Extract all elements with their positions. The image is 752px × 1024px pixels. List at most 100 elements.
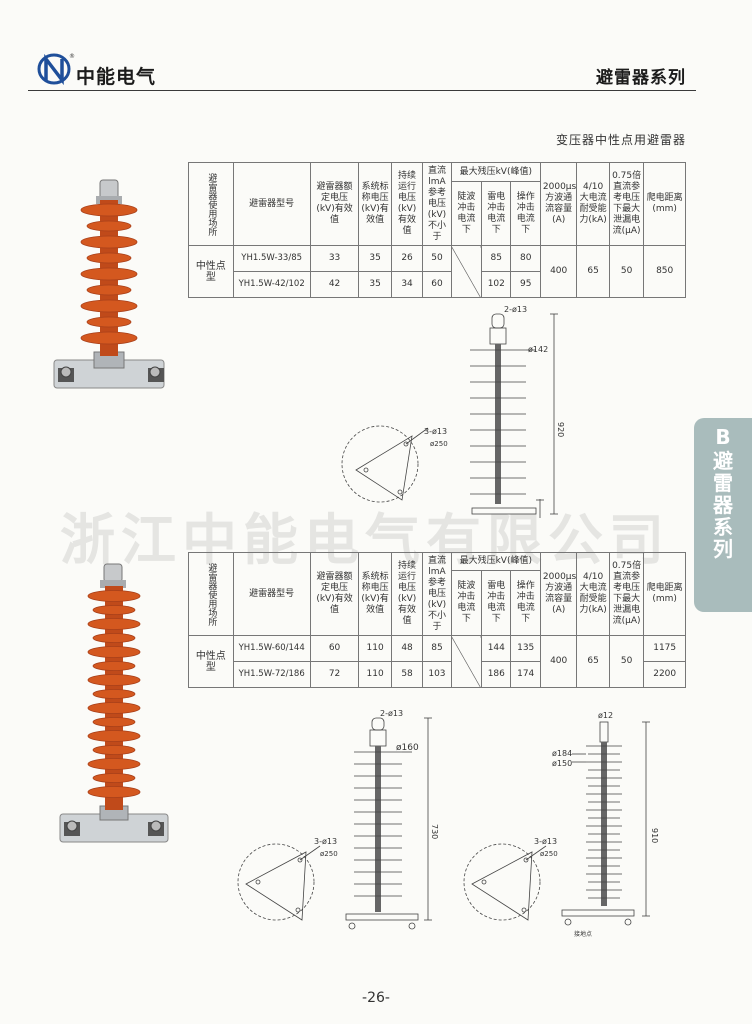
table-row: 中性点型 YH1.5W-33/85 33 35 26 50 85 80 400 …	[188, 245, 686, 298]
svg-text:910: 910	[650, 828, 659, 843]
cell-continuous: 58	[390, 661, 424, 688]
svg-text:接地点: 接地点	[574, 930, 592, 938]
cell-creepage: 1175	[643, 635, 686, 662]
dimension-drawing-2: 2-ø13 ø160 730 3-ø13 ø250	[237, 709, 439, 930]
col-model: 避雷器型号	[232, 162, 311, 246]
col-continuous-voltage: 持续运行电压(kV)有效值	[390, 162, 424, 246]
side-tab[interactable]: B 避雷器系列	[694, 418, 752, 612]
cell-creepage: 850	[643, 245, 686, 298]
col-leakage: 0.75倍直流参考电压下最大泄漏电流(μA)	[608, 552, 645, 636]
cell-dc-ref: 50	[422, 245, 452, 272]
col-steep-wave: 陡波冲击电流下	[450, 181, 483, 246]
cell-dc-ref: 85	[422, 635, 452, 662]
svg-text:ø250: ø250	[540, 850, 558, 858]
col-location: 避雷器使用场所	[188, 552, 234, 636]
col-lightning: 雷电冲击电流下	[481, 181, 512, 246]
cell-continuous: 48	[390, 635, 424, 662]
side-tab-label: 避雷器系列	[713, 449, 733, 561]
svg-text:3-ø13: 3-ø13	[424, 427, 447, 436]
cell-system: 35	[358, 271, 392, 298]
brand-name: 中能电气	[76, 66, 157, 88]
cell-square-wave: 400	[539, 635, 578, 688]
cell-continuous: 26	[390, 245, 424, 272]
cell-switching: 80	[510, 245, 541, 272]
col-high-current: 4/10大电流耐受能力(kA)	[576, 552, 610, 636]
cell-lightning: 85	[481, 245, 512, 272]
cell-leakage: 50	[608, 245, 645, 298]
spec-table-2: 避雷器使用场所 避雷器型号 避雷器额定电压(kV)有效值 系统标称电压(kV)有…	[188, 551, 686, 688]
svg-text:730: 730	[430, 824, 439, 839]
page-number: -26-	[362, 990, 390, 1006]
table-row: YH1.5W-72/186 72 110 58 103 186 174 2200	[189, 661, 686, 688]
col-square-wave: 2000μs方波通流容量(A)	[539, 552, 578, 636]
table-row: YH1.5W-42/102 42 35 34 60 102 95	[189, 271, 686, 298]
cell-model: YH1.5W-33/85	[232, 245, 311, 272]
col-high-current: 4/10大电流耐受能力(kA)	[576, 162, 610, 246]
cell-system: 35	[358, 245, 392, 272]
cell-switching: 135	[510, 635, 541, 662]
svg-text:2-ø13: 2-ø13	[380, 709, 403, 718]
col-system-voltage: 系统标称电压(kV)有效值	[358, 552, 392, 636]
cell-leakage: 50	[608, 635, 645, 688]
cell-creepage: 2200	[643, 661, 686, 688]
table-row: 中性点型 YH1.5W-60/144 60 110 48 85 144 135 …	[188, 635, 686, 688]
col-dc-reference: 直流lmA参考电压(kV)不小于	[422, 552, 452, 636]
cell-rated: 33	[309, 245, 360, 272]
cell-high-current: 65	[576, 635, 610, 688]
registered-mark: ®	[69, 53, 75, 60]
cell-model: YH1.5W-72/186	[232, 661, 311, 688]
svg-text:ø142: ø142	[528, 345, 548, 354]
header-divider	[28, 90, 696, 91]
col-square-wave: 2000μs方波通流容量(A)	[539, 162, 578, 246]
brand-logo: ®	[37, 53, 75, 86]
cell-rated: 60	[309, 635, 360, 662]
svg-text:ø12: ø12	[598, 711, 613, 720]
svg-text:ø160: ø160	[396, 743, 419, 753]
dimension-drawing-1: 2-ø13 ø142 920 3-ø13 ø250	[341, 305, 565, 518]
cell-switching: 174	[510, 661, 541, 688]
cell-high-current: 65	[576, 245, 610, 298]
col-continuous-voltage: 持续运行电压(kV)有效值	[390, 552, 424, 636]
col-steep-wave: 陡波冲击电流下	[450, 570, 483, 636]
cell-model: YH1.5W-42/102	[232, 271, 311, 298]
svg-text:3-ø13: 3-ø13	[534, 837, 557, 846]
svg-text:ø150: ø150	[552, 759, 572, 768]
svg-text:ø250: ø250	[430, 440, 448, 448]
col-lightning: 雷电冲击电流下	[481, 570, 512, 636]
cell-steep-empty	[450, 635, 483, 688]
col-dc-reference: 直流lmA参考电压(kV)不小于	[422, 162, 452, 246]
cell-dc-ref: 60	[422, 271, 452, 298]
cell-lightning: 102	[481, 271, 512, 298]
cell-continuous: 34	[390, 271, 424, 298]
section-title: 变压器中性点用避雷器	[555, 133, 686, 147]
col-switching: 操作冲击电流下	[510, 181, 541, 246]
cell-system: 110	[358, 661, 392, 688]
cell-location: 中性点型	[188, 245, 234, 298]
cell-lightning: 186	[481, 661, 512, 688]
cell-rated: 42	[309, 271, 360, 298]
col-creepage: 爬电距离(mm)	[643, 552, 686, 636]
col-system-voltage: 系统标称电压(kV)有效值	[358, 162, 392, 246]
col-leakage: 0.75倍直流参考电压下最大泄漏电流(μA)	[608, 162, 645, 246]
col-rated-voltage: 避雷器额定电压(kV)有效值	[309, 552, 360, 636]
product-photo-2	[59, 563, 169, 843]
cell-lightning: 144	[481, 635, 512, 662]
col-max-residual: 最大残压kV(峰值)	[450, 161, 541, 183]
col-creepage: 爬电距离(mm)	[643, 162, 686, 246]
cell-square-wave: 400	[539, 245, 578, 298]
spec-table-1: 避雷器使用场所 避雷器型号 避雷器额定电压(kV)有效值 系统标称电压(kV)有…	[188, 161, 686, 298]
col-rated-voltage: 避雷器额定电压(kV)有效值	[309, 162, 360, 246]
cell-rated: 72	[309, 661, 360, 688]
cell-dc-ref: 103	[422, 661, 452, 688]
col-model: 避雷器型号	[232, 552, 311, 636]
cell-switching: 95	[510, 271, 541, 298]
col-max-residual: 最大残压kV(峰值)	[450, 551, 541, 572]
svg-text:ø184: ø184	[552, 749, 572, 758]
cell-system: 110	[358, 635, 392, 662]
col-location: 避雷器使用场所	[188, 162, 234, 246]
svg-text:ø250: ø250	[320, 850, 338, 858]
svg-text:2-ø13: 2-ø13	[504, 305, 527, 314]
dimension-drawing-3: ø12 ø184 ø150 910 3-ø13 ø250 接地点	[463, 711, 659, 938]
cell-model: YH1.5W-60/144	[232, 635, 311, 662]
svg-text:3-ø13: 3-ø13	[314, 837, 337, 846]
